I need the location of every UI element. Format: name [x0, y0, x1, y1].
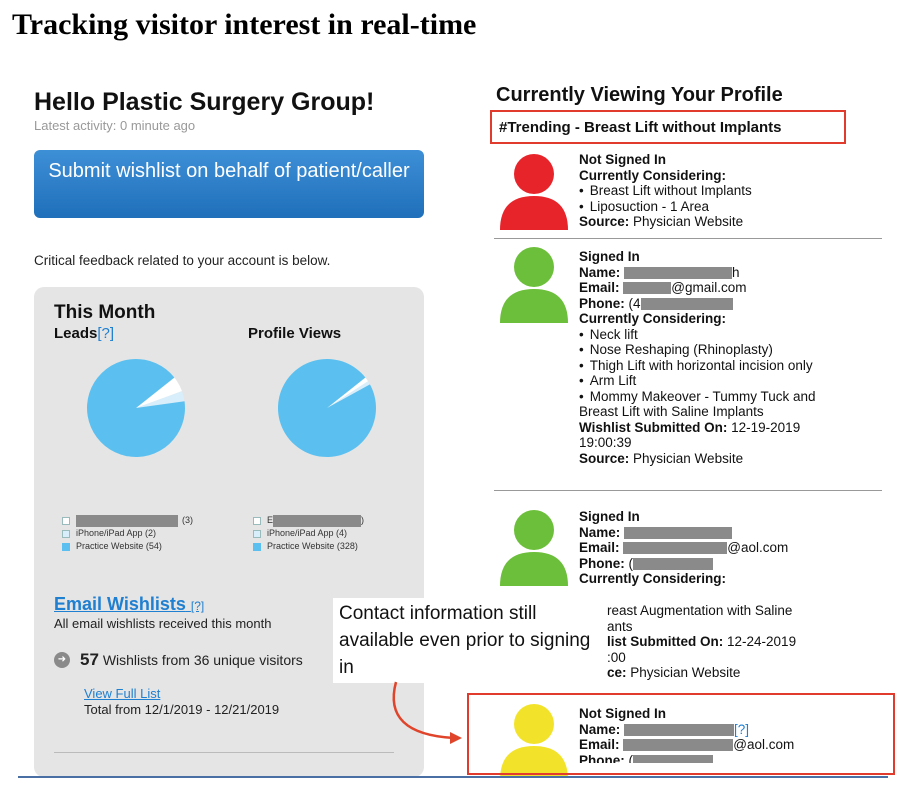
pie-slice [278, 359, 376, 457]
greeting-heading: Hello Plastic Surgery Group! [34, 88, 375, 116]
legend-swatch [253, 529, 261, 538]
legend-label: Practice Website (54) [76, 541, 162, 551]
redacted-text [633, 754, 714, 763]
redacted-text [623, 739, 734, 752]
visitor-entry-continued: reast Augmentation with Saline ants list… [607, 603, 797, 680]
legend-item: E ) [253, 514, 364, 527]
leads-legend: (3) iPhone/iPad App (2) Practice Website… [62, 514, 193, 553]
redacted-text [273, 514, 362, 527]
trending-label: #Trending - Breast Lift without Implants [499, 119, 782, 136]
wishlist-count: 57 Wishlists from 36 unique visitors [80, 650, 303, 669]
legend-swatch [253, 542, 261, 551]
redacted-text [76, 514, 178, 527]
email-wishlists-link[interactable]: Email Wishlists [?] [54, 594, 205, 614]
pie-slice [136, 377, 183, 408]
legend-swatch [62, 516, 70, 525]
legend-item: iPhone/iPad App (2) [62, 527, 193, 540]
latest-activity: Latest activity: 0 minute ago [34, 118, 196, 133]
legend-swatch [62, 542, 70, 551]
legend-label: iPhone/iPad App (2) [76, 528, 157, 538]
legend-swatch [253, 516, 261, 525]
redacted-text [624, 526, 733, 539]
divider [494, 490, 882, 491]
legend-label: iPhone/iPad App (4) [267, 528, 348, 538]
list-item: Nose Reshaping (Rhinoplasty) [579, 342, 816, 358]
profile-views-label: Profile Views [248, 325, 342, 342]
visitor-entry: Not Signed In Currently Considering: Bre… [579, 152, 752, 230]
arrow-right-icon[interactable]: ➜ [54, 652, 70, 668]
legend-item: iPhone/iPad App (4) [253, 527, 364, 540]
currently-viewing-heading: Currently Viewing Your Profile [496, 84, 783, 106]
list-item: Liposuction - 1 Area [579, 199, 752, 215]
contact-info-highlight [467, 693, 895, 775]
trending-highlight [490, 110, 846, 144]
pie-slice [136, 391, 185, 408]
callout-arrow [392, 681, 462, 744]
legend-item: Practice Website (328) [253, 540, 364, 553]
divider [494, 238, 882, 239]
list-item: Thigh Lift with horizontal incision only [579, 358, 816, 374]
name-help-link[interactable]: [?] [734, 721, 750, 737]
legend-value: ) [361, 515, 365, 525]
divider [18, 776, 888, 778]
divider [54, 752, 394, 753]
leads-label: Leads[?] [54, 325, 115, 342]
pie-slice [327, 381, 370, 408]
list-item: Neck lift [579, 327, 816, 343]
total-range: Total from 12/1/2019 - 12/21/2019 [84, 702, 280, 717]
redacted-text [624, 723, 735, 736]
feedback-text: Critical feedback related to your accoun… [34, 253, 331, 268]
legend-item: Practice Website (54) [62, 540, 193, 553]
avatar-icon [500, 510, 568, 586]
visitor-entry: Signed In Name: Email: @aol.com Phone: (… [579, 509, 789, 586]
redacted-text [633, 557, 714, 570]
legend-value: (3) [182, 515, 193, 525]
legend-item: (3) [62, 514, 193, 527]
pie-slice [86, 359, 185, 457]
submit-wishlist-button[interactable]: Submit wishlist on behalf of patient/cal… [34, 150, 424, 218]
redacted-text [640, 297, 733, 310]
list-item: Arm Lift [579, 373, 816, 389]
callout-annotation: Contact information still available even… [333, 598, 605, 683]
visitor-entry: Not Signed In Name: [?] Email: @aol.com … [579, 706, 794, 763]
list-item: Breast Lift without Implants [579, 183, 752, 199]
views-legend: E ) iPhone/iPad App (4) Practice Website… [253, 514, 364, 553]
visitor-entry: Signed In Name: h Email: @gmail.com Phon… [579, 249, 816, 466]
pie-slice [327, 377, 369, 408]
email-wishlists-description: All email wishlists received this month [54, 616, 272, 631]
redacted-text [624, 266, 733, 279]
view-full-list-link[interactable]: View Full List [84, 686, 161, 701]
avatar-icon [500, 154, 568, 230]
slide-title: Tracking visitor interest in real-time [12, 8, 477, 41]
avatar-icon [500, 704, 568, 776]
views-pie-chart [278, 359, 376, 457]
legend-label: Practice Website (328) [267, 541, 358, 551]
redacted-text [623, 542, 728, 555]
avatar-icon [500, 247, 568, 323]
list-item: Mommy Makeover - Tummy Tuck and [579, 389, 816, 405]
redacted-text [623, 282, 672, 295]
legend-label: E [267, 515, 274, 525]
leads-pie-chart [86, 359, 185, 457]
stats-panel [34, 287, 424, 777]
leads-help-link[interactable]: [?] [97, 325, 115, 342]
email-help-link[interactable]: [?] [190, 599, 205, 613]
this-month-heading: This Month [54, 302, 156, 323]
legend-swatch [62, 529, 70, 538]
